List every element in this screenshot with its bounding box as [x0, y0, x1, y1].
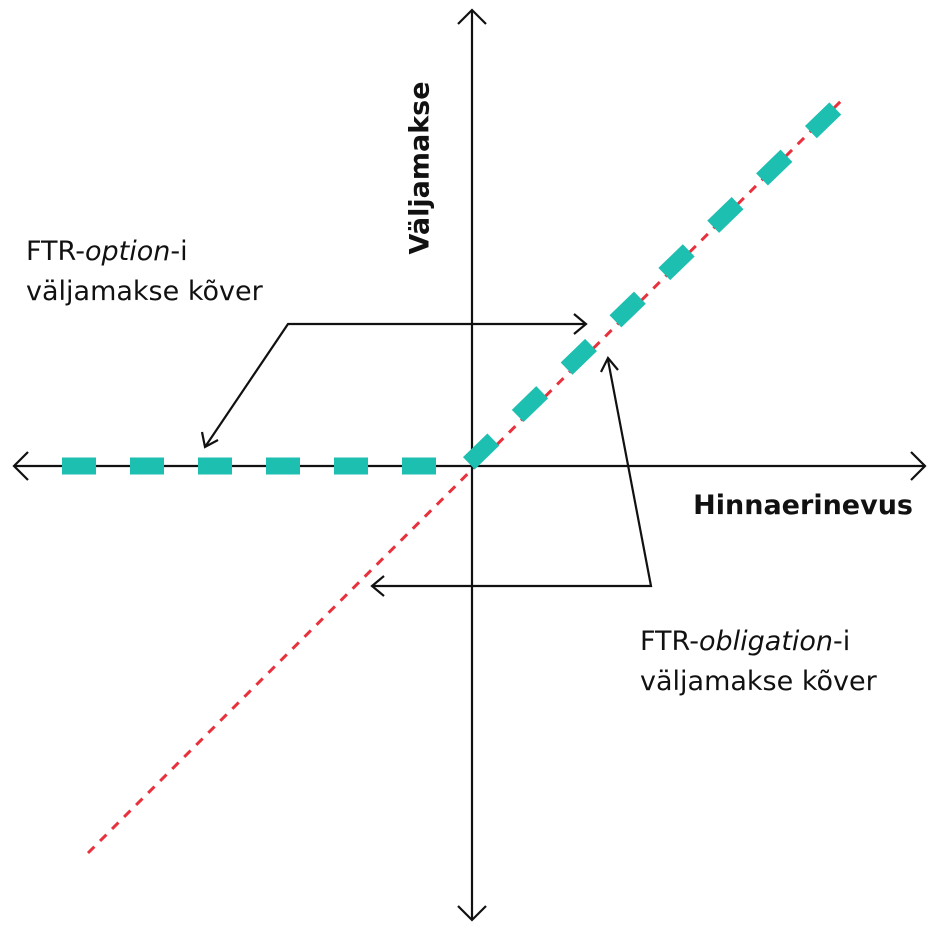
- option-label-line1: FTR-option-i: [26, 232, 263, 272]
- x-axis-right-arrowhead: [910, 451, 927, 481]
- option-pointer-head-left: [200, 431, 219, 449]
- obligation-pointer-arrow: [372, 359, 653, 588]
- obligation-label-suffix: -i: [833, 626, 851, 657]
- obligation-label-line1: FTR-obligation-i: [640, 622, 877, 662]
- obligation-curve-label: FTR-obligation-i väljamakse kõver: [640, 622, 877, 702]
- option-pointer-arrow: [204, 322, 586, 448]
- option-curve-label: FTR-option-i väljamakse kõver: [26, 232, 263, 312]
- option-label-emphasis: option: [84, 236, 171, 267]
- option-payoff-curve: [62, 95, 848, 475]
- obligation-label-line2: väljamakse kõver: [640, 666, 877, 697]
- option-label-line2: väljamakse kõver: [26, 276, 263, 307]
- y-axis-top-arrowhead: [457, 8, 487, 25]
- option-pointer-head-right: [573, 313, 588, 335]
- obligation-pointer-head-left: [370, 575, 385, 597]
- obligation-pointer-head-top: [600, 356, 619, 373]
- y-axis-bottom-arrowhead: [457, 905, 487, 922]
- y-axis-title: Väljamakse: [404, 81, 436, 255]
- option-label-prefix: FTR-: [26, 236, 85, 267]
- x-axis-title: Hinnaerinevus: [693, 490, 913, 521]
- obligation-label-emphasis: obligation: [698, 626, 834, 657]
- option-label-suffix: -i: [170, 236, 188, 267]
- obligation-label-prefix: FTR-: [640, 626, 699, 657]
- x-axis-left-arrowhead: [12, 451, 29, 481]
